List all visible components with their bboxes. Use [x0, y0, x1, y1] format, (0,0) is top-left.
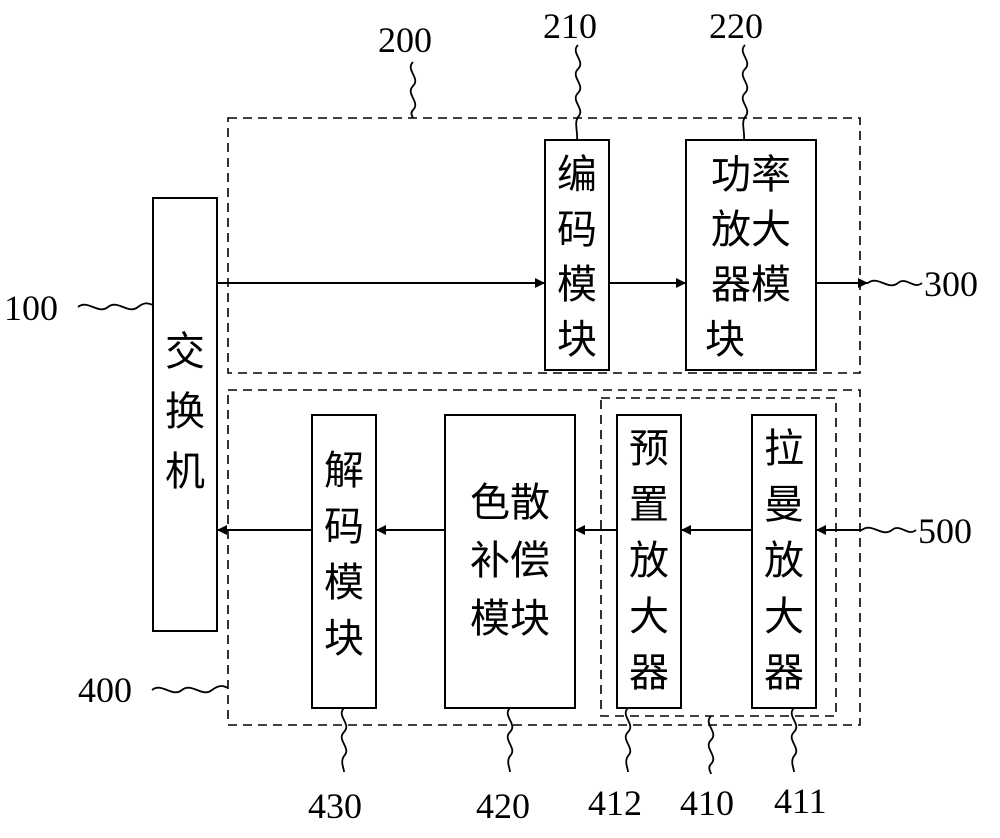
label-220: 220 [709, 6, 763, 46]
svg-text:块: 块 [324, 616, 364, 662]
switch-text: 交 换 机 [165, 329, 205, 495]
leader-412 [624, 707, 632, 773]
switch-block [152, 197, 218, 632]
svg-text:模: 模 [557, 262, 597, 308]
leader-220 [741, 44, 749, 141]
label-430: 430 [308, 786, 362, 826]
svg-text:解: 解 [324, 448, 364, 494]
svg-text:器模: 器模 [711, 262, 791, 308]
svg-text:块: 块 [557, 317, 597, 363]
svg-text:放: 放 [629, 538, 669, 584]
svg-text:模: 模 [324, 560, 364, 606]
label-200: 200 [378, 20, 432, 60]
svg-text:大: 大 [764, 594, 804, 640]
svg-text:功率: 功率 [711, 152, 791, 198]
label-400: 400 [78, 670, 132, 710]
leader-400 [151, 685, 229, 694]
label-300: 300 [924, 264, 978, 304]
amplifier-group-410 [600, 397, 837, 717]
decoder-block [311, 414, 377, 709]
leader-300 [867, 279, 923, 287]
dispersion-compensation-block [444, 414, 576, 709]
leader-420 [506, 707, 514, 773]
raman-amplifier-text: 拉 曼 放 大 器 [764, 426, 804, 696]
leader-210 [574, 44, 582, 141]
receive-group-400 [227, 389, 861, 726]
svg-text:拉: 拉 [764, 426, 804, 472]
svg-text:换: 换 [165, 389, 205, 435]
svg-text:放: 放 [764, 538, 804, 584]
leader-430 [340, 707, 348, 773]
label-420: 420 [476, 786, 530, 826]
encoder-block [544, 139, 610, 371]
svg-text:机: 机 [165, 449, 205, 495]
svg-text:码: 码 [557, 207, 597, 253]
svg-text:置: 置 [629, 482, 669, 528]
preamplifier-block [616, 414, 682, 709]
svg-text:器: 器 [629, 650, 669, 696]
svg-text:码: 码 [324, 504, 364, 550]
svg-text:曼: 曼 [764, 482, 804, 528]
decoder-text: 解 码 模 块 [324, 448, 364, 662]
leader-100 [77, 302, 154, 311]
svg-text:大: 大 [629, 594, 669, 640]
encoder-text: 编 码 模 块 [557, 152, 597, 363]
svg-text:块: 块 [705, 317, 745, 363]
transmit-group-200 [227, 117, 861, 374]
leader-200 [409, 61, 417, 119]
power-amplifier-text: 功率 放大 器模 块 [705, 152, 791, 363]
label-210: 210 [543, 6, 597, 46]
raman-amplifier-block [751, 414, 817, 709]
svg-text:预: 预 [629, 426, 669, 472]
label-100: 100 [4, 288, 58, 328]
svg-text:编: 编 [557, 152, 597, 198]
dispersion-compensation-text: 色散 补偿 模块 [470, 480, 550, 642]
svg-text:放大: 放大 [711, 207, 791, 253]
svg-text:器: 器 [764, 650, 804, 696]
preamplifier-text: 预 置 放 大 器 [629, 426, 669, 696]
label-412: 412 [588, 783, 642, 823]
power-amplifier-block [685, 139, 817, 371]
leader-411 [790, 707, 798, 773]
label-411: 411 [774, 781, 827, 821]
svg-text:色散: 色散 [470, 480, 550, 526]
svg-text:模块: 模块 [470, 596, 550, 642]
label-500: 500 [918, 511, 972, 551]
leader-500 [861, 526, 917, 534]
leader-410 [707, 715, 715, 775]
svg-text:补偿: 补偿 [470, 538, 550, 584]
label-410: 410 [680, 783, 734, 823]
svg-text:交: 交 [165, 329, 205, 375]
